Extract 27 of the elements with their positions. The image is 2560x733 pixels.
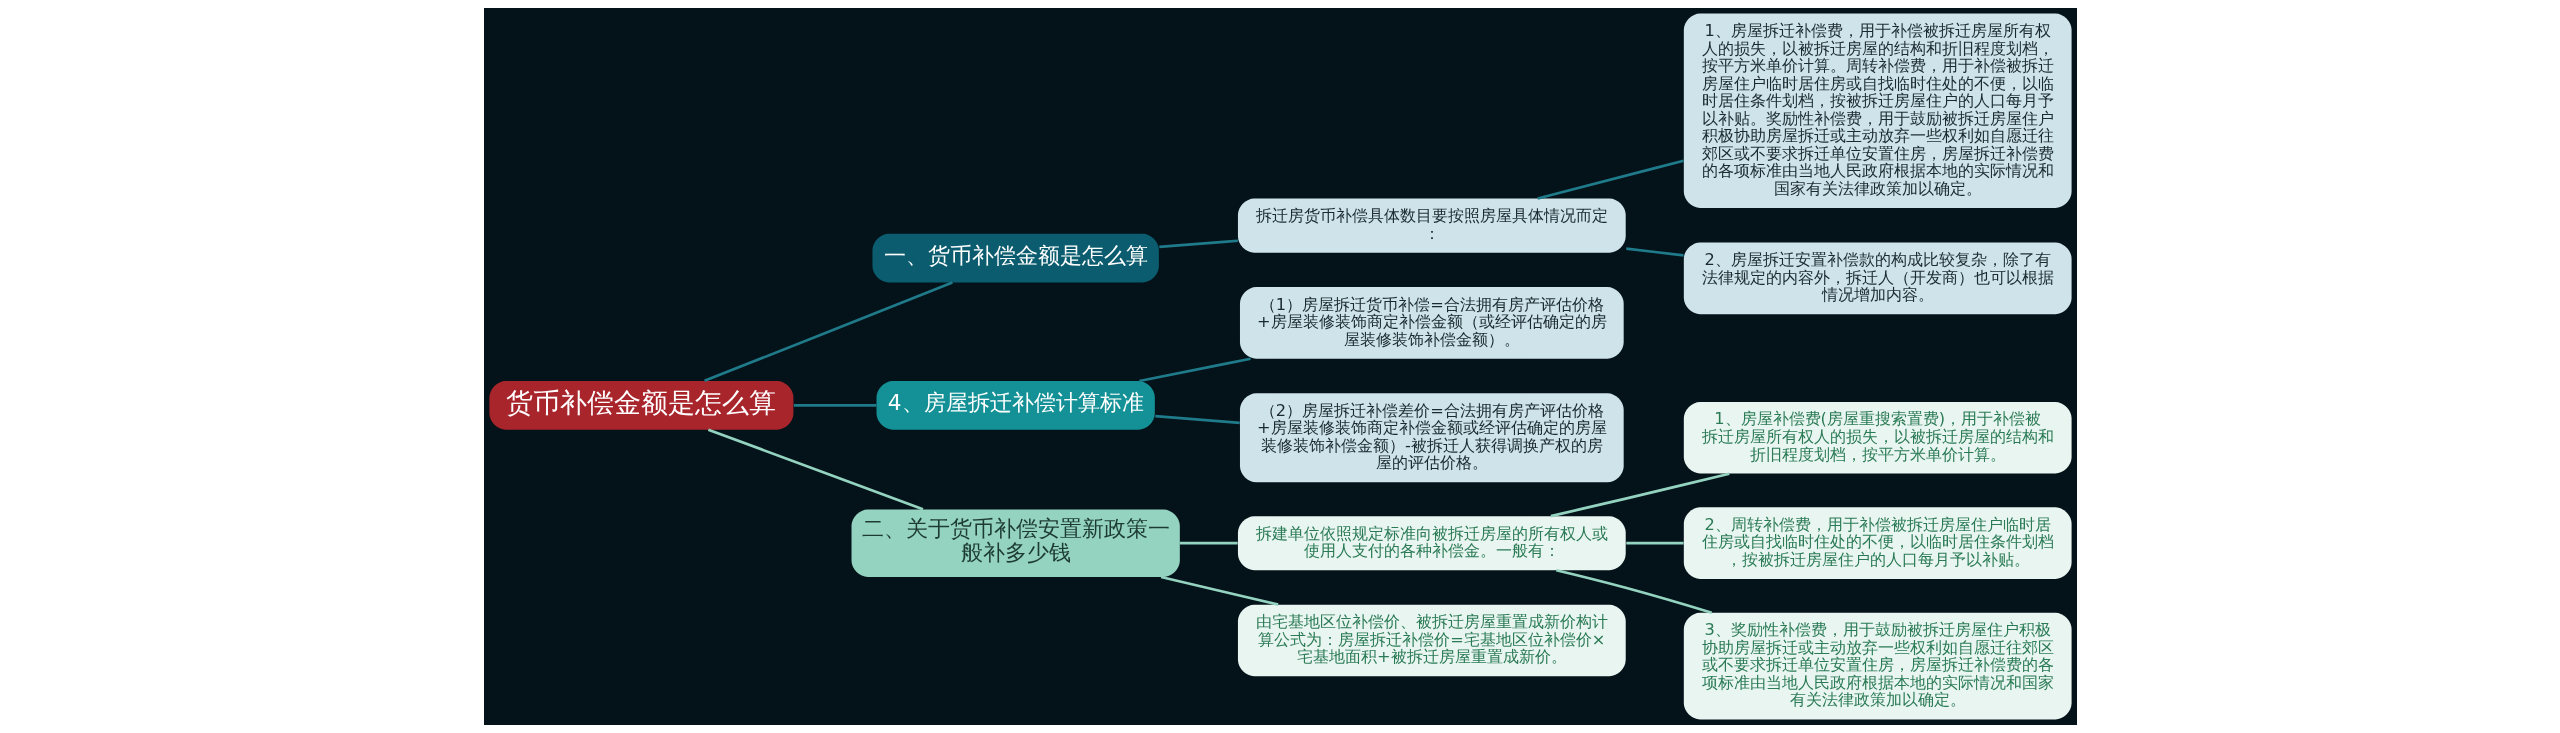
node-box: （2）房屋拆迁补偿差价=合法拥有房产评估价格+房屋装修装饰商定补偿金额或经评估确定的房屋装修装饰补偿金额）-被拆迁人获得调换产权的房屋的评估价格。 <box>1239 393 1624 483</box>
connector <box>1625 247 1684 257</box>
connector <box>1160 575 1278 606</box>
node-box: 2、周转补偿费，用于补偿被拆迁房屋住户临时居住房或自找临时住处的不便，以临时居住条件划档，按被拆迁房屋住户的人口每月予以补贴。 <box>1683 507 2072 579</box>
connector <box>707 428 923 511</box>
node-box: （1）房屋拆迁货币补偿=合法拥有房产评估价格+房屋装修装饰商定补偿金额（或经评估确定的房屋装修装饰补偿金额）。 <box>1239 287 1624 359</box>
connector <box>793 404 876 407</box>
node-box: 拆建单位依照规定标准向被拆迁房屋的所有权人或使用人支付的各种补偿金。一般有： <box>1237 516 1626 571</box>
connector <box>1138 357 1251 383</box>
node-box: 一、货币补偿金额是怎么算 <box>871 233 1159 283</box>
connector <box>1154 414 1240 425</box>
node-box: 货币补偿金额是怎么算 <box>488 381 793 430</box>
connector <box>1625 541 1684 545</box>
connector <box>1158 239 1238 249</box>
node-box: 由宅基地区位补偿价、被拆迁房屋重置成新价构计算公式为：房屋拆迁补偿价=宅基地区位补偿价×宅基地面积+被拆迁房屋重置成新价。 <box>1237 604 1626 677</box>
node-box: 1、房屋拆迁补偿费，用于补偿被拆迁房屋所有权人的损失，以被拆迁房屋的结构和折旧程度划档，按平方米单价计算。周转补偿费，用于补偿被拆迁房屋住户临时居住房或自找临时住处的不便，以临时居住条件划档，按被拆迁房屋住户的人口每月予以补贴。奖励性补偿费，用于鼓励被拆迁房屋住户积极协助房屋拆迁或主动放弃一些权利如自愿迁往郊区或不要求拆迁单位安置住房，房屋拆迁补偿费的各项标准由当地人民政府根据本地的实际情况和国家有关法律政策加以确定。 <box>1683 13 2072 209</box>
connector <box>703 281 953 383</box>
connector <box>1536 159 1684 200</box>
connector <box>1555 568 1712 614</box>
node-box: 2、房屋拆迁安置补偿款的构成比较复杂，除了有法律规定的内容外，拆迁人（开发商）也可以根据情况增加内容。 <box>1683 242 2072 315</box>
node-box: 拆迁房货币补偿具体数目要按照房屋具体情况而定： <box>1237 198 1626 253</box>
connector <box>1179 541 1238 545</box>
node-box: 4、房屋拆迁补偿计算标准 <box>876 381 1155 430</box>
node-box: 二、关于货币补偿安置新政策一般补多少钱 <box>851 509 1180 577</box>
node-box: 1、房屋补偿费(房屋重搜索置费)，用于补偿被拆迁房屋所有权人的损失，以被拆迁房屋的结构和折旧程度划档，按平方米单价计算。 <box>1683 401 2072 474</box>
connector <box>1550 472 1730 518</box>
node-box: 3、奖励性补偿费，用于鼓励被拆迁房屋住户积极协助房屋拆迁或主动放弃一些权利如自愿迁往郊区或不要求拆迁单位安置住房，房屋拆迁补偿费的各项标准由当地人民政府根据本地的实际情况和国家有关法律政策加以确定。 <box>1683 612 2072 720</box>
